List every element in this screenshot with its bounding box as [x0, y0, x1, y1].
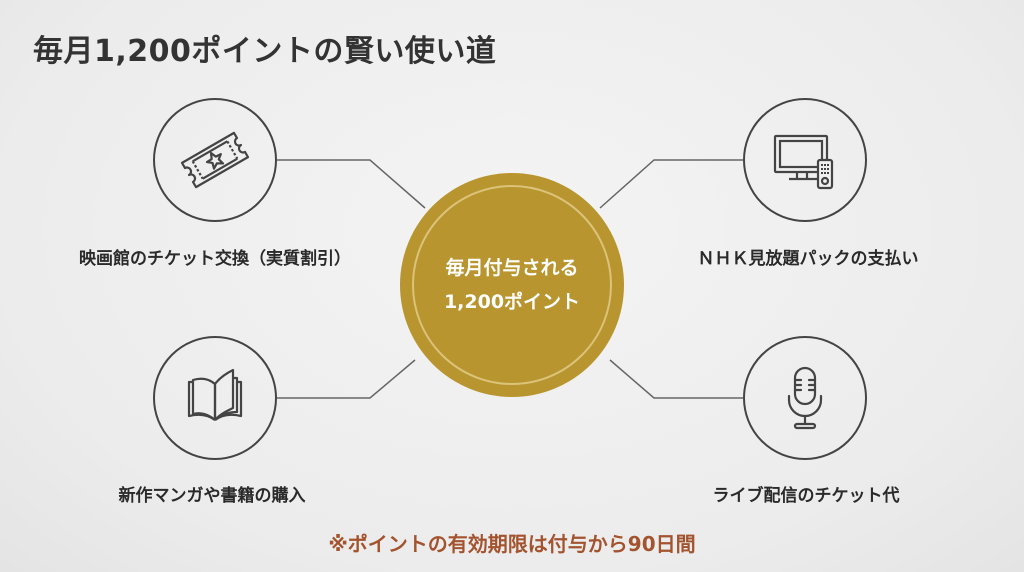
- item-label-books: 新作マンガや書籍の購入: [118, 486, 306, 506]
- tv-icon-circle: [743, 98, 867, 222]
- microphone-icon: [787, 366, 823, 430]
- center-line2: 1,200ポイント: [443, 291, 581, 313]
- center-points-badge: 毎月付与される 1,200ポイント: [400, 173, 624, 397]
- item-label-movie: 映画館のチケット交換（実質割引）: [79, 249, 351, 269]
- expiry-note: ※ポイントの有効期限は付与から90日間: [328, 532, 696, 556]
- center-line1: 毎月付与される: [445, 257, 579, 279]
- ticket-icon-circle: [153, 98, 277, 222]
- mic-icon-circle: [743, 336, 867, 460]
- book-icon: [187, 368, 243, 421]
- book-icon-circle: [153, 336, 277, 460]
- item-label-nhk: ＮＨＫ見放題パックの支払い: [697, 249, 919, 269]
- center-ring: [412, 185, 612, 385]
- page-title: 毎月1,200ポイントの賢い使い道: [33, 34, 497, 69]
- tv-remote-icon: [773, 134, 834, 190]
- item-label-live: ライブ配信のチケット代: [712, 486, 900, 506]
- ticket-icon: [180, 131, 250, 189]
